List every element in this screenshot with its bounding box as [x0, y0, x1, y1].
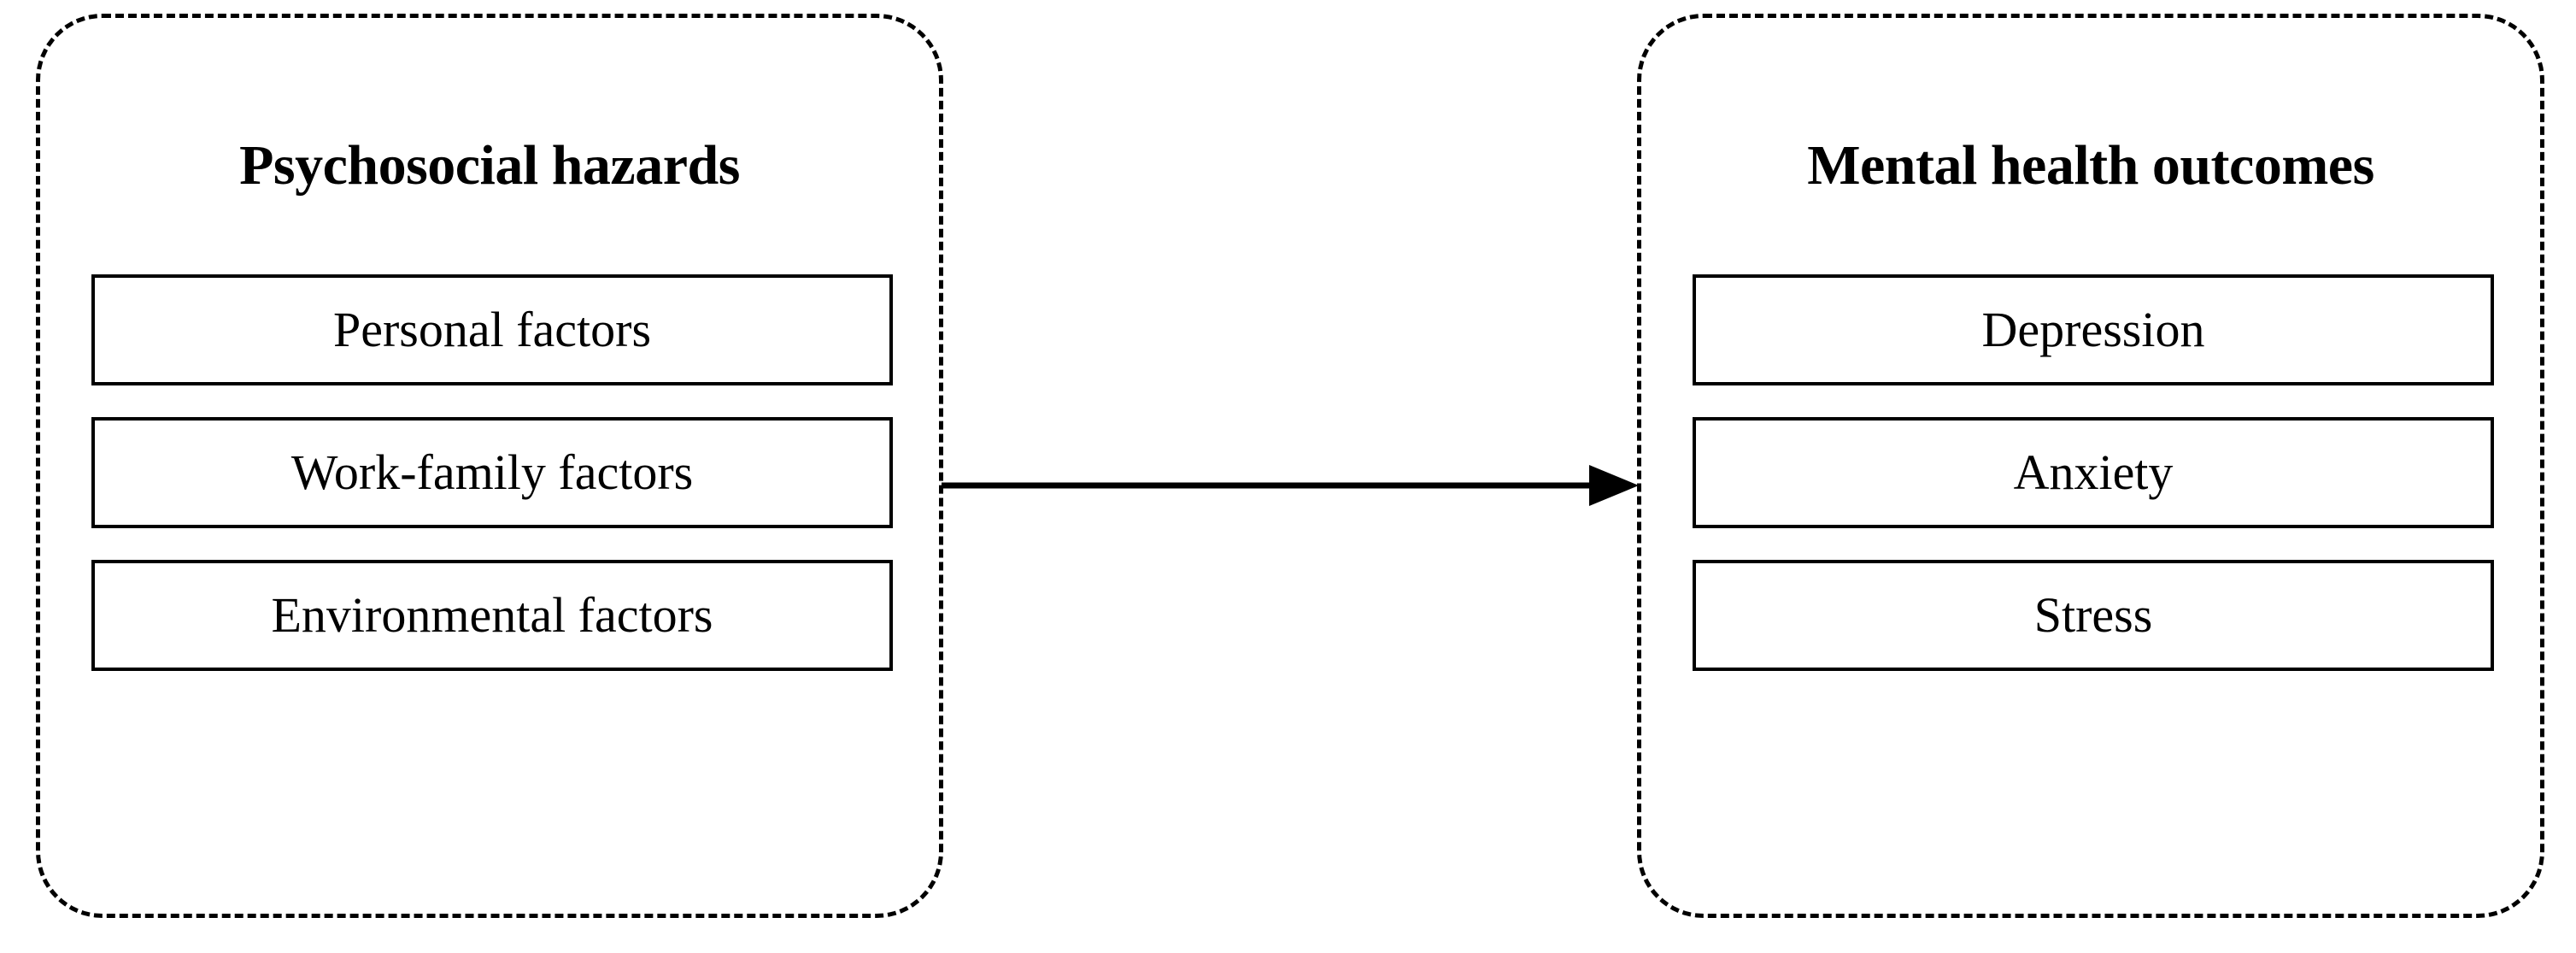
- outcome-box-list: Depression Anxiety Stress: [1693, 274, 2494, 671]
- hazard-box-label: Environmental factors: [271, 587, 713, 643]
- hazard-box-list: Personal factors Work-family factors Env…: [91, 274, 893, 671]
- outcome-box-label: Stress: [2033, 587, 2153, 643]
- outcome-box-anxiety[interactable]: Anxiety: [1693, 417, 2494, 528]
- outcome-box-stress[interactable]: Stress: [1693, 560, 2494, 671]
- outcome-box-label: Depression: [1981, 302, 2205, 357]
- hazard-box-label: Work-family factors: [290, 444, 694, 500]
- outcome-box-depression[interactable]: Depression: [1693, 274, 2494, 385]
- arrow-head-icon: [1589, 465, 1639, 506]
- hazard-box-label: Personal factors: [332, 302, 652, 357]
- group-mental-health-outcomes: Mental health outcomes Depression Anxiet…: [1637, 14, 2544, 918]
- group-title-mental-health-outcomes: Mental health outcomes: [1807, 134, 2374, 197]
- outcome-box-label: Anxiety: [2013, 444, 2174, 500]
- group-psychosocial-hazards: Psychosocial hazards Personal factors Wo…: [36, 14, 943, 918]
- hazard-box-personal-factors[interactable]: Personal factors: [91, 274, 893, 385]
- group-title-psychosocial-hazards: Psychosocial hazards: [239, 134, 740, 197]
- hazard-box-environmental-factors[interactable]: Environmental factors: [91, 560, 893, 671]
- hazard-box-work-family-factors[interactable]: Work-family factors: [91, 417, 893, 528]
- connector-arrow-right: [942, 465, 1639, 506]
